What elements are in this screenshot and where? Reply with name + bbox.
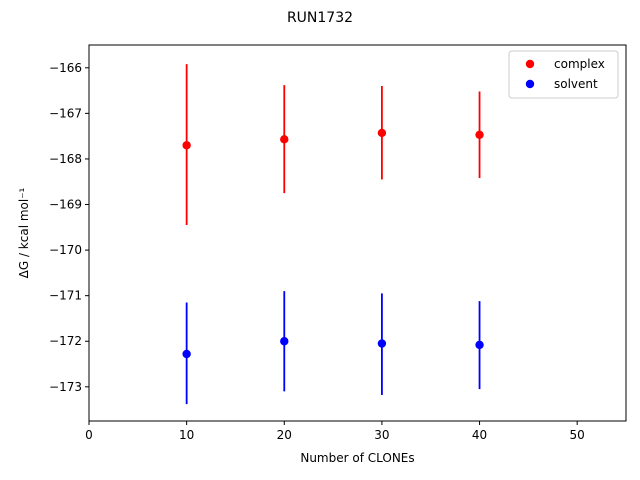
y-tick-label: −168 — [49, 152, 82, 166]
series-complex — [182, 64, 484, 226]
y-tick-label: −166 — [49, 61, 82, 75]
x-tick-label: 0 — [85, 428, 93, 442]
series-solvent — [182, 291, 484, 405]
legend-label-solvent: solvent — [554, 77, 598, 91]
solvent-point — [475, 340, 484, 350]
legend-label-complex: complex — [554, 57, 605, 71]
legend-marker-solvent — [525, 79, 535, 89]
complex-point — [182, 141, 191, 150]
y-tick-label: −172 — [49, 334, 82, 348]
x-axis-ticks: 0 10 20 30 40 50 — [85, 421, 585, 442]
solvent-point — [182, 349, 191, 359]
y-tick-label: −170 — [49, 243, 82, 257]
x-tick-label: 10 — [179, 428, 194, 442]
y-tick-label: −169 — [49, 198, 82, 212]
solvent-point — [377, 339, 387, 348]
y-tick-label: −171 — [49, 289, 82, 303]
complex-point — [377, 128, 387, 138]
plot-area: 0 10 20 30 40 50 −173 −172 −171 −170 −169 −168 −167… — [49, 44, 627, 442]
x-axis-label: Number of CLONEs — [300, 451, 414, 465]
y-tick-label: −173 — [49, 380, 82, 394]
plot-frame — [88, 44, 627, 422]
legend-items: complex solvent — [525, 57, 605, 91]
complex-point — [280, 135, 289, 144]
y-tick-label: −167 — [49, 106, 82, 120]
chart-title: RUN1732 — [287, 10, 353, 26]
legend: complex solvent — [508, 50, 619, 99]
complex-point — [475, 130, 484, 139]
x-tick-label: 20 — [277, 428, 292, 442]
legend-marker-complex — [525, 59, 535, 69]
y-axis-ticks: −173 −172 −171 −170 −169 −168 −167 −166 — [49, 61, 89, 394]
x-tick-label: 50 — [570, 428, 585, 442]
x-tick-label: 30 — [374, 428, 389, 442]
y-axis-label: ΔG / kcal mol⁻¹ — [17, 187, 31, 278]
data-marks — [182, 64, 484, 405]
solvent-point — [280, 337, 289, 346]
x-tick-label: 40 — [472, 428, 487, 442]
legend-box — [508, 50, 619, 99]
